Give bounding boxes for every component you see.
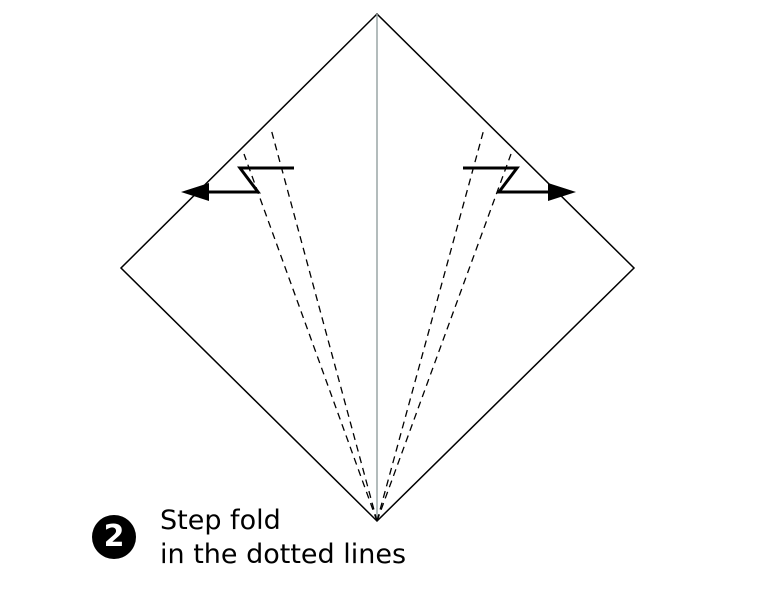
right-dotted-fold-lines bbox=[376, 128, 512, 522]
arrow-left-icon bbox=[181, 166, 294, 201]
step-caption: Step fold in the dotted lines bbox=[160, 504, 406, 572]
arrow-right-icon bbox=[463, 166, 576, 201]
caption-line-1: Step fold bbox=[160, 505, 281, 536]
left-dotted-fold-lines bbox=[243, 128, 378, 522]
step-number-badge: 2 bbox=[92, 515, 136, 559]
caption-line-2: in the dotted lines bbox=[160, 539, 407, 570]
